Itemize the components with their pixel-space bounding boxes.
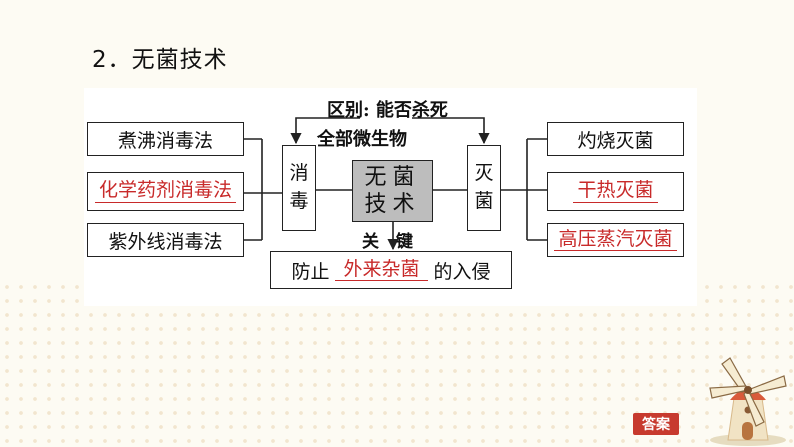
center-line-2: 技术 bbox=[364, 192, 421, 217]
disinfect-box: 消 毒 bbox=[282, 145, 316, 231]
answer-button[interactable]: 答案 bbox=[633, 413, 679, 435]
section-heading: 2．无菌技术 bbox=[92, 47, 228, 73]
difference-label: 区别: 能否杀死 bbox=[327, 100, 448, 121]
center-line-1: 无菌 bbox=[364, 164, 421, 190]
sterilize-box: 灭 菌 bbox=[467, 145, 501, 231]
method-flame: 灼烧灭菌 bbox=[547, 122, 684, 156]
method-autoclave: 高压蒸汽灭菌 bbox=[547, 223, 684, 257]
prevent-suffix: 的入侵 bbox=[433, 260, 491, 283]
method-dry-heat-label: 干热灭菌 bbox=[573, 179, 658, 203]
method-boiling: 煮沸消毒法 bbox=[87, 122, 244, 156]
all-microbes-label: 全部微生物 bbox=[317, 129, 407, 150]
prevent-box: 防止 外来杂菌 的入侵 bbox=[270, 251, 512, 289]
prevent-prefix: 防止 bbox=[291, 260, 330, 283]
method-chemical: 化学药剂消毒法 bbox=[87, 172, 244, 211]
method-autoclave-label: 高压蒸汽灭菌 bbox=[554, 228, 677, 252]
sterilize-char-1: 灭 bbox=[474, 162, 494, 185]
method-chemical-label: 化学药剂消毒法 bbox=[94, 179, 236, 203]
center-box: 无菌 技术 bbox=[352, 160, 433, 222]
sterilize-char-2: 菌 bbox=[474, 190, 494, 212]
prevent-blank: 外来杂菌 bbox=[335, 258, 428, 282]
windmill-icon bbox=[709, 357, 787, 446]
method-boiling-label: 煮沸消毒法 bbox=[117, 129, 213, 152]
method-uv: 紫外线消毒法 bbox=[87, 223, 244, 257]
method-uv-label: 紫外线消毒法 bbox=[108, 230, 223, 253]
disinfect-char-2: 毒 bbox=[289, 190, 309, 212]
disinfect-char-1: 消 bbox=[289, 162, 309, 185]
key-label: 关 键 bbox=[362, 232, 413, 252]
method-dry-heat: 干热灭菌 bbox=[547, 172, 684, 211]
method-flame-label: 灼烧灭菌 bbox=[577, 129, 654, 152]
